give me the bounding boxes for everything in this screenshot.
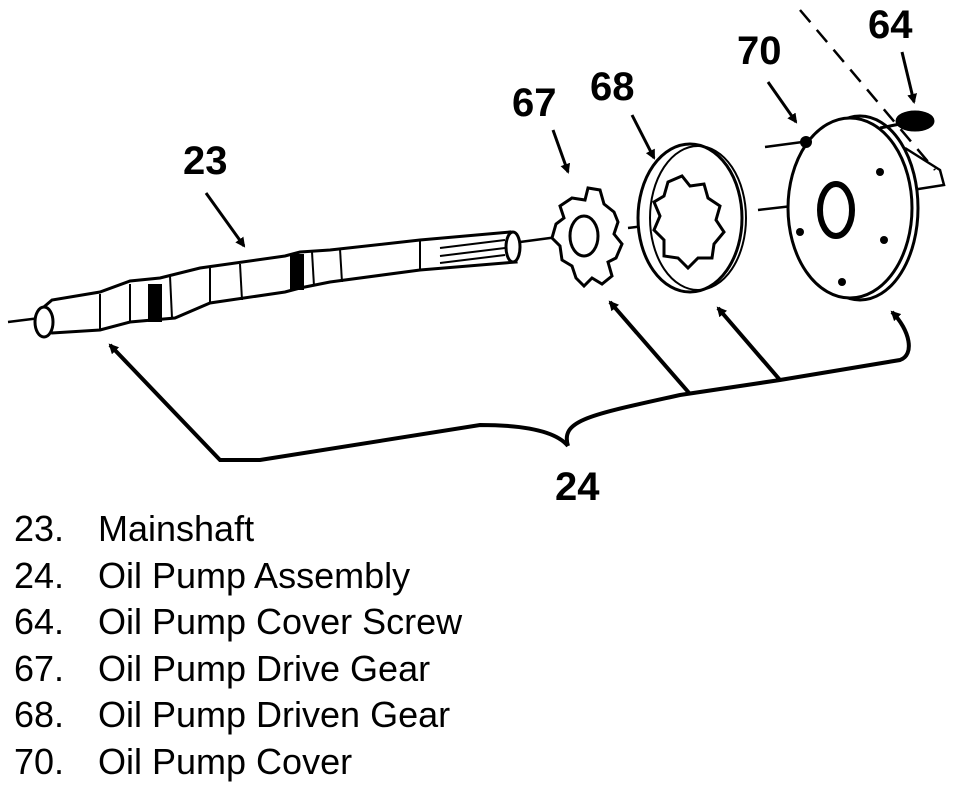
- callout-70: 70: [737, 29, 782, 73]
- legend-item: 70. Oil Pump Cover: [14, 739, 462, 786]
- callout-24: 24: [555, 465, 600, 509]
- legend-item: 24. Oil Pump Assembly: [14, 553, 462, 600]
- legend-number: 68.: [14, 694, 65, 735]
- mainshaft-part: [33, 230, 522, 339]
- legend-number: 70.: [14, 740, 65, 782]
- callout-68: 68: [590, 65, 635, 109]
- legend-number: 67.: [14, 647, 65, 689]
- legend-item: 68. Oil Pump Driven Gear: [14, 692, 462, 739]
- legend-label: Oil Pump Driven Gear: [98, 694, 451, 735]
- legend-number: 23.: [14, 508, 65, 549]
- oil-pump-cover-part: [786, 114, 920, 302]
- legend-number: 24.: [14, 554, 65, 596]
- parts-legend: 23. Mainshaft 24. Oil Pump Assembly 64. Oil…: [14, 506, 462, 785]
- legend-label: Oil Pump Assembly: [98, 554, 411, 596]
- callout-23: 23: [183, 139, 228, 183]
- callout-67: 67: [512, 81, 557, 125]
- legend-label: Oil Pump Drive Gear: [98, 647, 431, 689]
- legend-item: 23. Mainshaft: [14, 506, 462, 553]
- legend-label: Oil Pump Cover Screw: [98, 601, 463, 642]
- drive-gear-part: [550, 186, 624, 289]
- legend-number: 64.: [14, 601, 65, 642]
- assembly-bracket: [108, 300, 911, 462]
- legend-item: 67. Oil Pump Drive Gear: [14, 646, 462, 693]
- legend-label: Mainshaft: [98, 508, 255, 549]
- legend-label: Oil Pump Cover: [98, 740, 353, 782]
- driven-gear-part: [636, 142, 747, 294]
- legend-item: 64. Oil Pump Cover Screw: [14, 599, 462, 646]
- callout-64: 64: [868, 3, 913, 47]
- leader-arrows: [204, 51, 917, 248]
- cover-screw-part: [879, 110, 935, 132]
